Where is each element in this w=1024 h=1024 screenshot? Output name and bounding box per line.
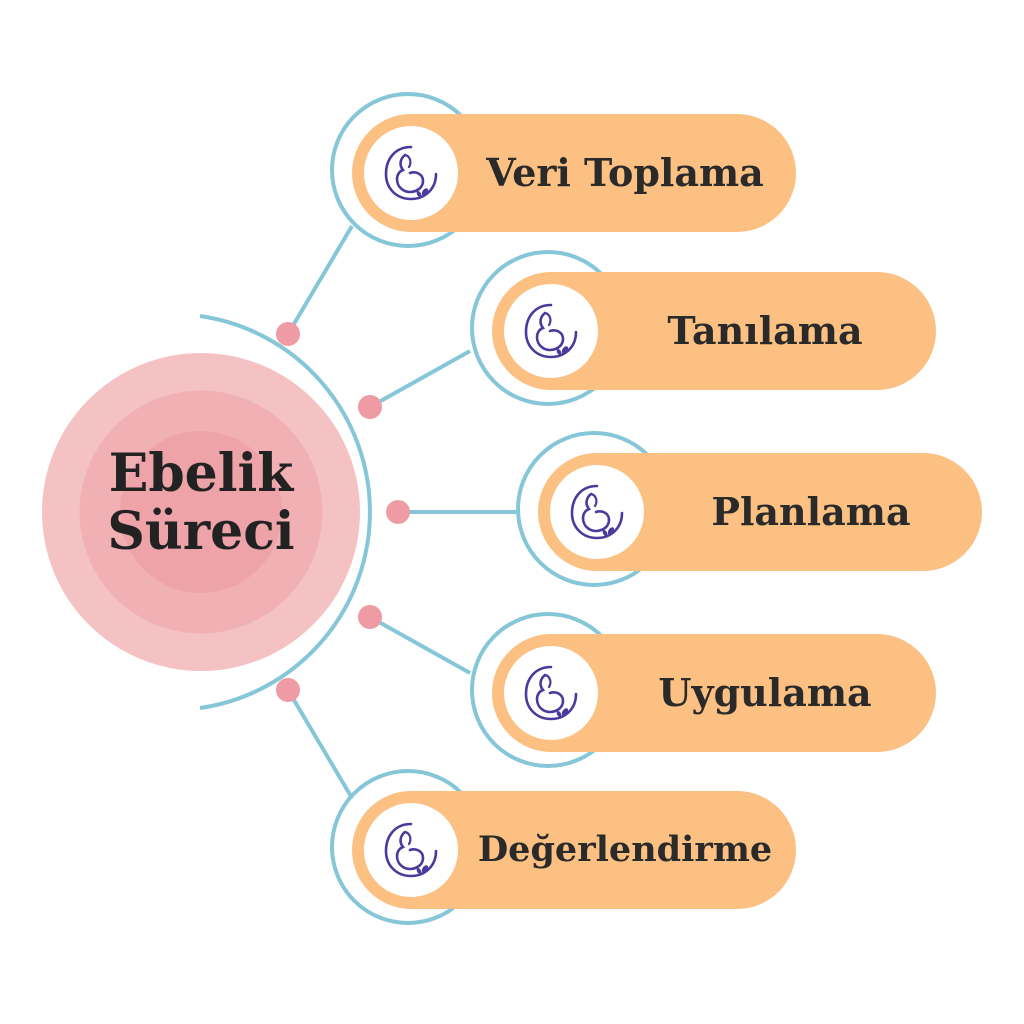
connector-line-5	[286, 688, 354, 800]
pregnancy-logo-icon	[524, 303, 578, 359]
step-degerlendirme: Değerlendirme	[330, 769, 796, 925]
step-badge	[504, 646, 598, 740]
step-planlama: Planlama	[516, 431, 982, 587]
connector-node-2	[358, 395, 382, 419]
step-tanilama: Tanılama	[470, 250, 936, 406]
hub-title-line1: Ebelik	[108, 443, 294, 504]
connector-node-4	[358, 605, 382, 629]
connector-node-3	[386, 500, 410, 524]
connector-line-1	[286, 224, 354, 336]
hub-title-line2: Süreci	[107, 501, 295, 562]
step-veri-toplama: Veri Toplama	[330, 92, 796, 248]
connector-node-5	[276, 678, 300, 702]
step-badge	[364, 803, 458, 897]
step-badge	[550, 465, 644, 559]
step-label: Uygulama	[658, 670, 872, 715]
pregnancy-logo-icon	[570, 484, 624, 540]
step-label: Veri Toplama	[486, 150, 764, 195]
pregnancy-logo-icon	[384, 822, 438, 878]
pregnancy-logo-icon	[384, 145, 438, 201]
hub-title: Ebelik Süreci	[42, 445, 360, 561]
step-label: Değerlendirme	[477, 829, 773, 870]
step-uygulama: Uygulama	[470, 612, 936, 768]
hub-arc	[199, 314, 372, 710]
connector-line-4	[369, 615, 471, 675]
step-label: Planlama	[711, 489, 911, 534]
step-badge	[504, 284, 598, 378]
pregnancy-logo-icon	[524, 665, 578, 721]
hub-circle	[42, 353, 360, 671]
connector-node-1	[276, 322, 300, 346]
step-label: Tanılama	[667, 308, 863, 353]
step-badge	[364, 126, 458, 220]
connector-line-2	[369, 349, 471, 409]
